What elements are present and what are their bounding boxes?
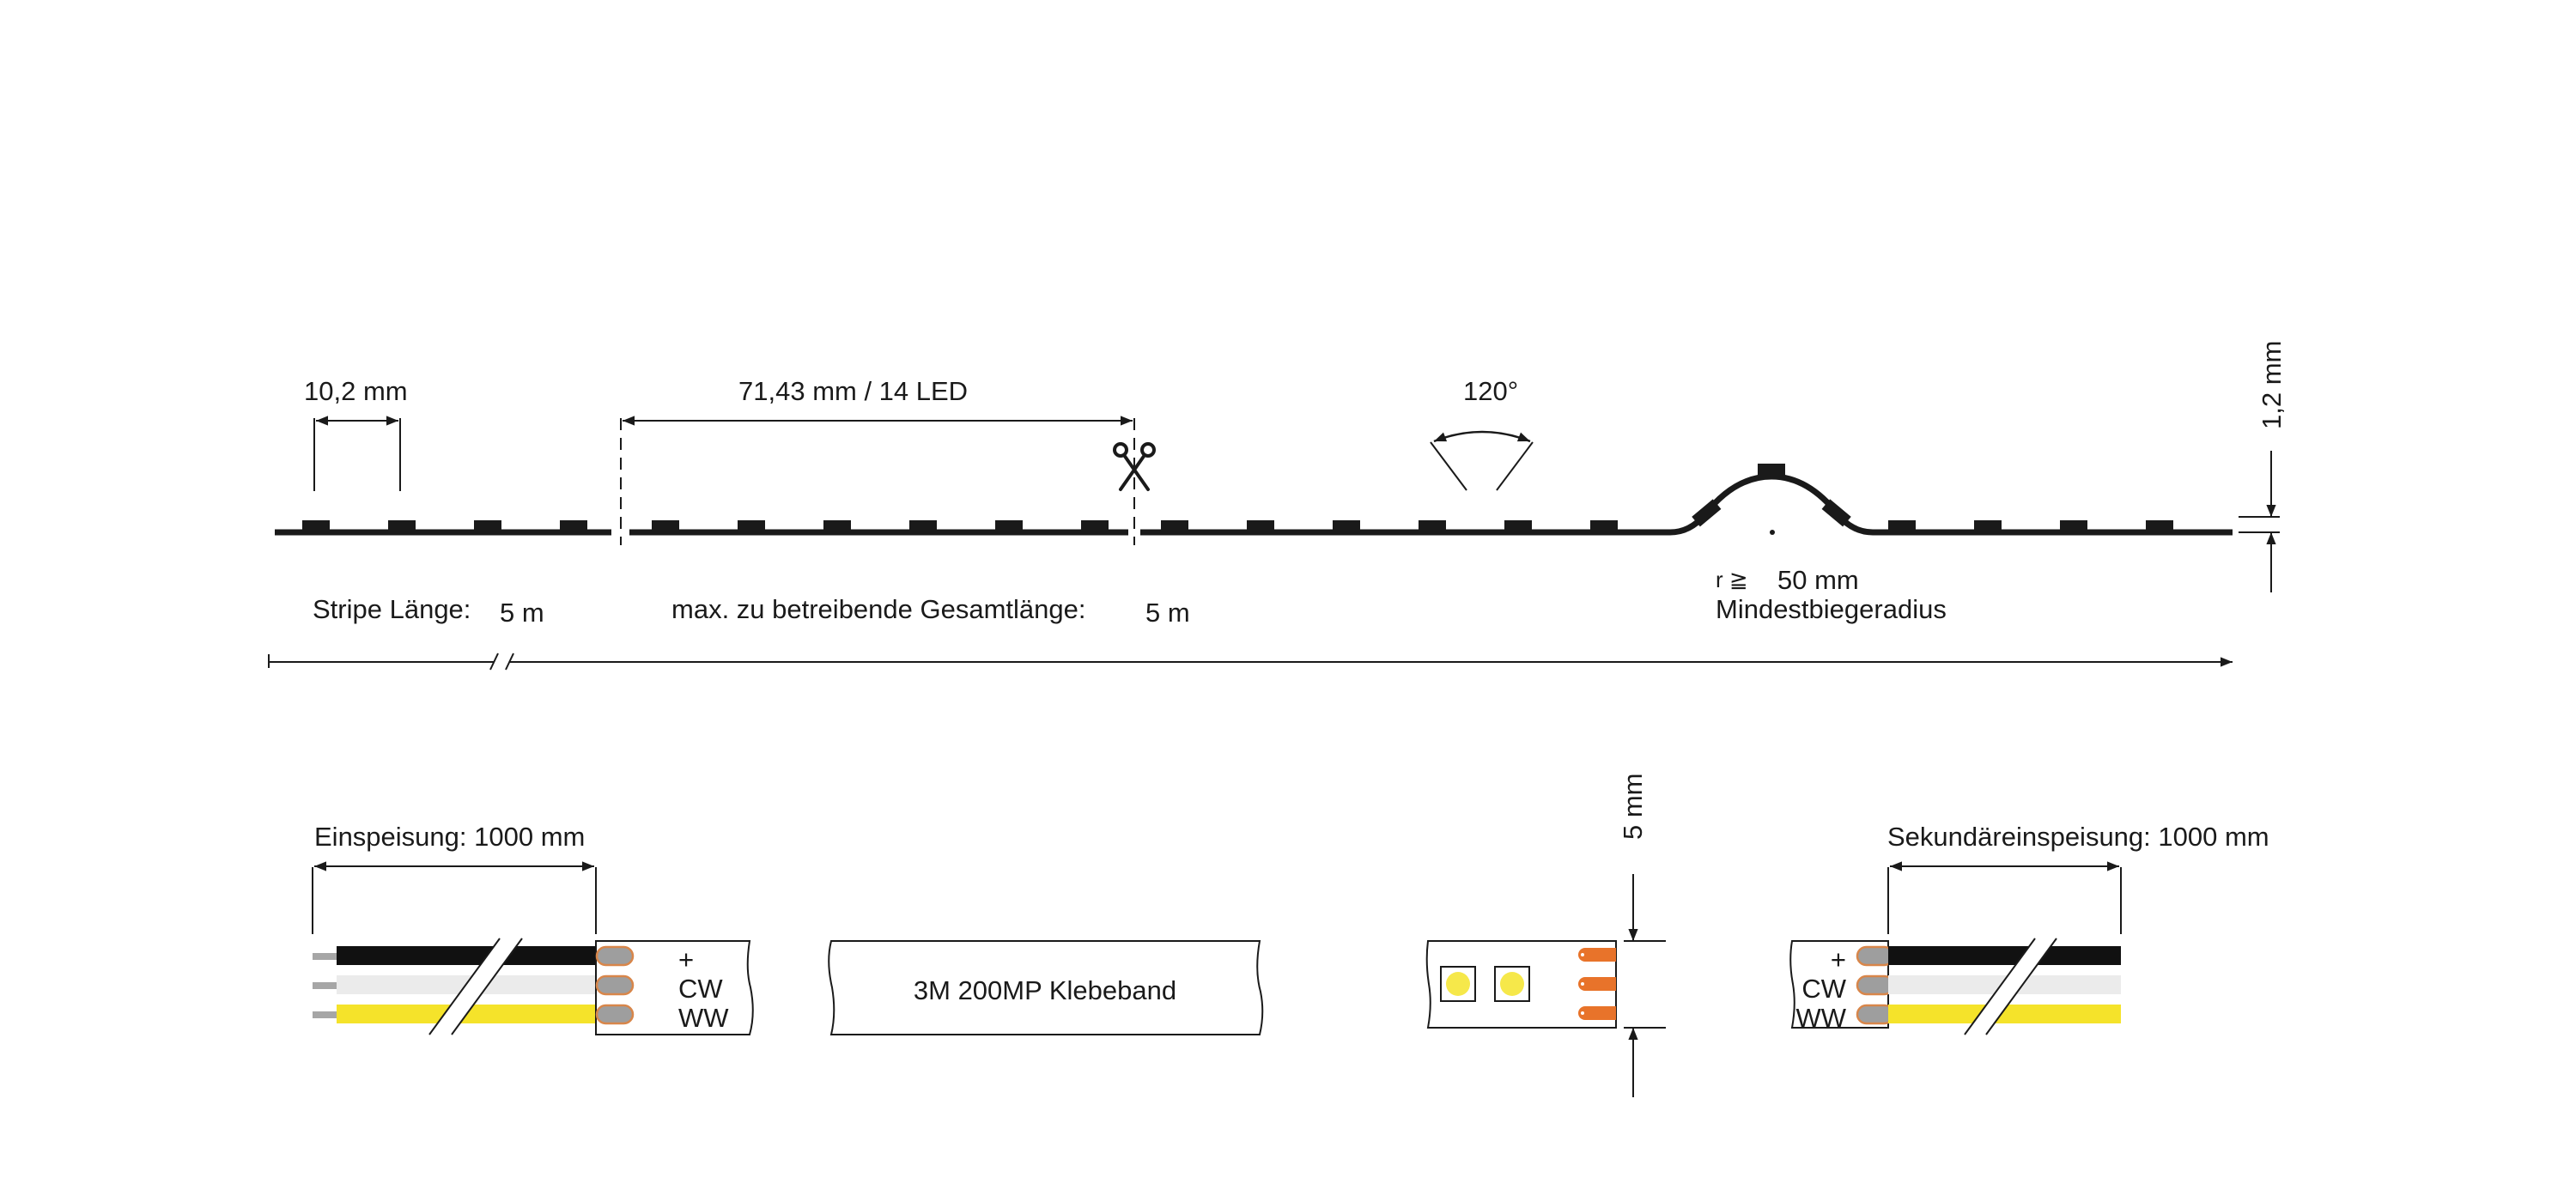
led-emitter-2	[1500, 972, 1524, 996]
pin-label-plus: +	[678, 944, 694, 974]
wire-tip-ww	[313, 1011, 337, 1018]
pin-label-cw: CW	[678, 974, 723, 1004]
led-chips-segment-1	[302, 520, 587, 532]
thickness-label: 1,2 mm	[2257, 341, 2287, 429]
max-length-label: max. zu betreibende Gesamtlänge:	[671, 594, 1086, 624]
led-pitch-label: 10,2 mm	[304, 376, 408, 406]
stripe-length-value: 5 m	[500, 598, 544, 628]
bend-center-dot	[1770, 530, 1775, 535]
overall-length-axis	[268, 653, 2233, 671]
solder-pads-right	[1856, 945, 1895, 1025]
led-emitter-1	[1446, 972, 1470, 996]
led-chips-segment-2	[652, 520, 1109, 532]
width-label: 5 mm	[1618, 774, 1648, 841]
bend-radius-value: 50 mm	[1777, 565, 1859, 595]
scissors-icon	[1113, 442, 1156, 491]
adhesive-tape-view: 3M 200MP Klebeband	[828, 940, 1264, 1035]
stripe-length-label: Stripe Länge:	[313, 594, 471, 624]
pin-label-plus-right: +	[1831, 944, 1846, 974]
solder-pads-left	[595, 945, 635, 1025]
adhesive-label: 3M 200MP Klebeband	[914, 975, 1176, 1005]
wire-plus	[337, 946, 596, 965]
orange-contact-pads	[1578, 948, 1616, 1020]
feed-cable-right: Sekundäreinspeisung: 1000 mm + CW WW	[1789, 822, 2269, 1035]
wire-ww-right	[1888, 1005, 2121, 1023]
thickness-dimension: 1,2 mm	[2239, 341, 2287, 592]
cut-segment-label: 71,43 mm / 14 LED	[738, 376, 968, 406]
strip-side-view	[275, 418, 2233, 545]
pin-label-ww-right: WW	[1795, 1003, 1846, 1033]
wire-tip-plus	[313, 953, 337, 960]
max-length-value: 5 m	[1145, 598, 1190, 628]
wire-plus-right	[1888, 946, 2121, 965]
led-chips-segment-3	[1161, 464, 2173, 532]
cut-segment-dimension: 71,43 mm / 14 LED	[623, 376, 1133, 426]
strip-top-view: 5 mm	[1425, 774, 1666, 1097]
feed-label: Einspeisung: 1000 mm	[314, 822, 585, 852]
bend-radius-symbol: r ≧	[1716, 567, 1748, 592]
pin-label-ww: WW	[678, 1003, 729, 1033]
feed-cable-left: Einspeisung: 1000 mm + CW WW	[312, 822, 754, 1035]
secondary-feed-label: Sekundäreinspeisung: 1000 mm	[1887, 822, 2269, 852]
led-pitch-dimension: 10,2 mm	[304, 376, 408, 491]
bend-radius-caption: Mindestbiegeradius	[1716, 594, 1947, 624]
beam-angle-label: 120°	[1463, 376, 1518, 406]
wire-tip-cw	[313, 982, 337, 989]
beam-angle-dimension: 120°	[1430, 376, 1534, 491]
pin-label-cw-right: CW	[1801, 974, 1846, 1004]
